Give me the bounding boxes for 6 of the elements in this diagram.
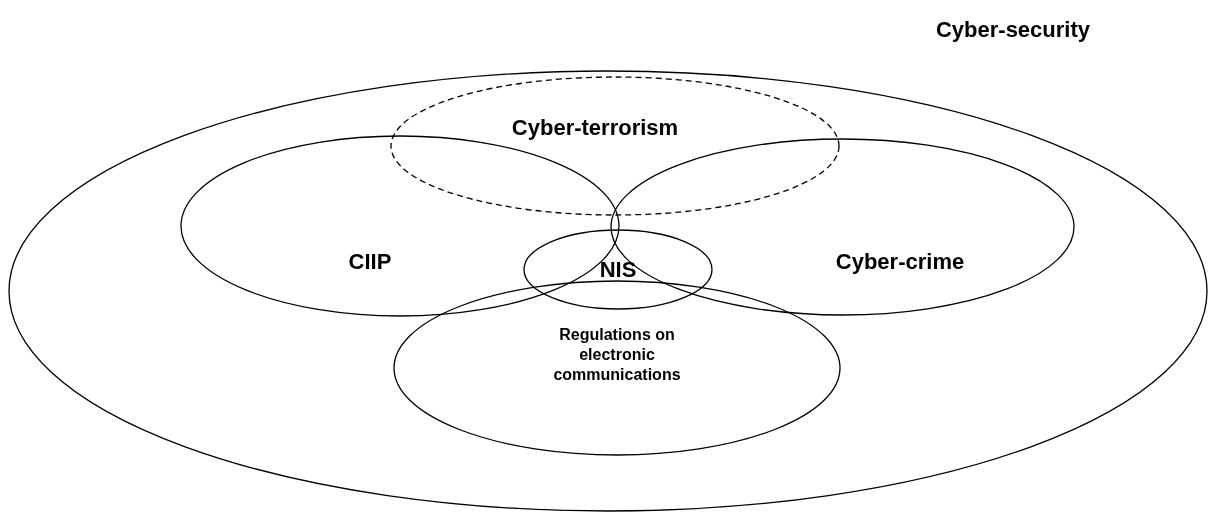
- set-label: Cyber-security: [934, 16, 1092, 44]
- set-label: CIIP: [347, 248, 393, 276]
- set-label: Cyber-terrorism: [510, 114, 680, 142]
- set-label: NIS: [598, 256, 638, 284]
- set-label: Cyber-crime: [834, 248, 966, 276]
- set-label: Regulations on electronic communications: [552, 325, 682, 385]
